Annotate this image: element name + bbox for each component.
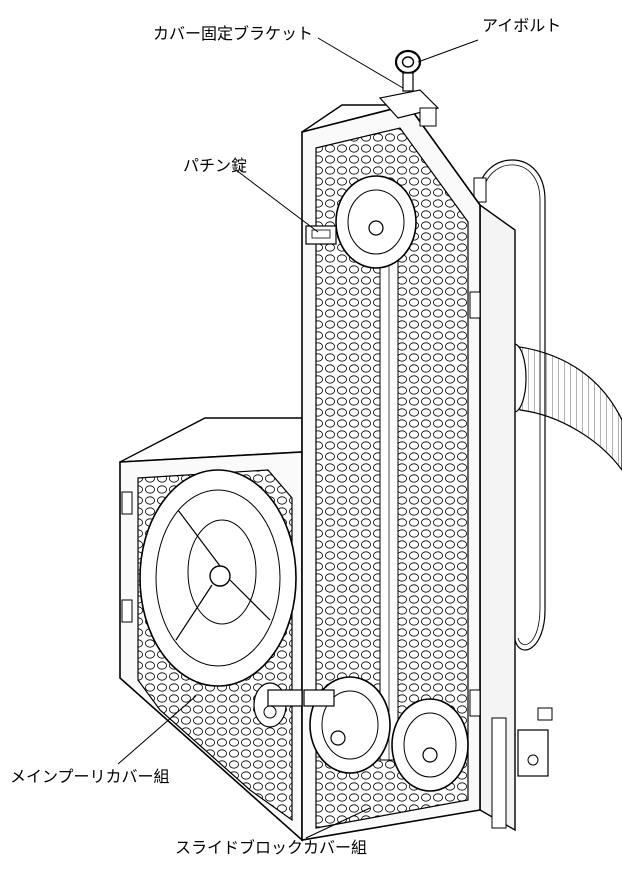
label-main-pulley-cover: メインプーリカバー組: [10, 767, 170, 786]
side-plate: [491, 717, 507, 829]
cable-connector: [473, 177, 487, 203]
flex-hose: [501, 343, 622, 472]
label-eyebolt: アイボルト: [482, 16, 562, 35]
leader-cover-bracket: [317, 37, 404, 89]
leader-patchin-lock: [235, 169, 319, 233]
label-cover-bracket: カバー固定ブラケット: [153, 24, 314, 43]
patchin-lock-upper: [305, 225, 337, 245]
leader-main-pulley-cover: [117, 695, 197, 765]
cable-inner: [482, 164, 541, 646]
side-fitting: [537, 707, 553, 721]
side-bracket: [517, 729, 549, 777]
slide-block-cover: [300, 104, 553, 841]
leader-slide-block-cover: [305, 807, 371, 839]
cable: [477, 159, 546, 651]
eyebolt: [394, 49, 422, 92]
hinge-icon: [121, 491, 133, 515]
hinge-icon: [469, 291, 481, 319]
lower-pulley-right: [391, 698, 469, 792]
hinge-icon: [121, 599, 133, 623]
patchin-lock-lower: [267, 689, 335, 707]
main-pulley-cover: [119, 417, 303, 842]
label-slide-block-cover: スライドブロックカバー組: [175, 838, 368, 857]
leader-eyebolt: [417, 39, 479, 63]
hinge-icon: [469, 689, 481, 717]
cover-bracket: [378, 89, 440, 127]
label-patchin-lock: パチン錠: [183, 156, 248, 175]
